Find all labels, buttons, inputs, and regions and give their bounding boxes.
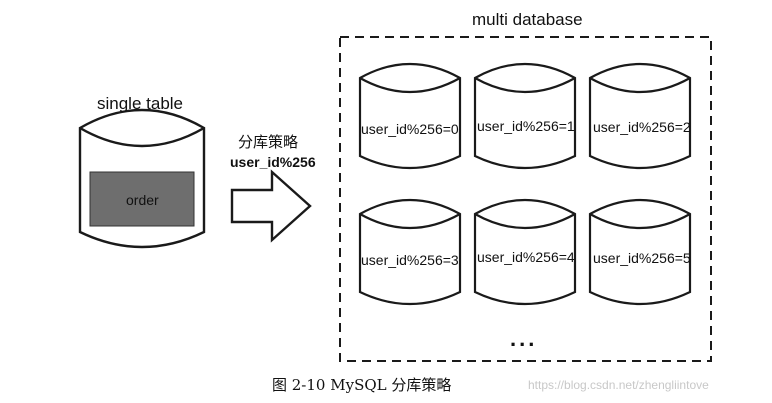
database-label-4: user_id%256=4 bbox=[477, 249, 575, 265]
database-cylinder-1 bbox=[473, 62, 577, 170]
strategy-rule: user_id%256 bbox=[230, 154, 316, 170]
database-cylinder-0 bbox=[358, 62, 462, 170]
figure-caption: 图 2-10 MySQL 分库策略 bbox=[272, 376, 452, 394]
strategy-title: 分库策略 bbox=[238, 134, 299, 151]
database-label-2: user_id%256=2 bbox=[593, 119, 691, 135]
arrow-right-icon bbox=[230, 169, 312, 243]
watermark-text: https://blog.csdn.net/zhengliintove bbox=[528, 378, 709, 392]
single-table-title: single table bbox=[97, 94, 184, 113]
database-label-0: user_id%256=0 bbox=[361, 121, 459, 137]
order-table-label: order bbox=[126, 192, 159, 208]
order-table-block bbox=[89, 171, 195, 227]
database-cylinder-2 bbox=[588, 62, 692, 170]
database-label-5: user_id%256=5 bbox=[593, 250, 691, 266]
multi-database-title: multi database bbox=[472, 10, 583, 29]
more-databases-ellipsis: ... bbox=[510, 326, 538, 351]
multi-database-container bbox=[339, 36, 712, 362]
database-label-3: user_id%256=3 bbox=[361, 252, 459, 268]
database-label-1: user_id%256=1 bbox=[477, 118, 575, 134]
